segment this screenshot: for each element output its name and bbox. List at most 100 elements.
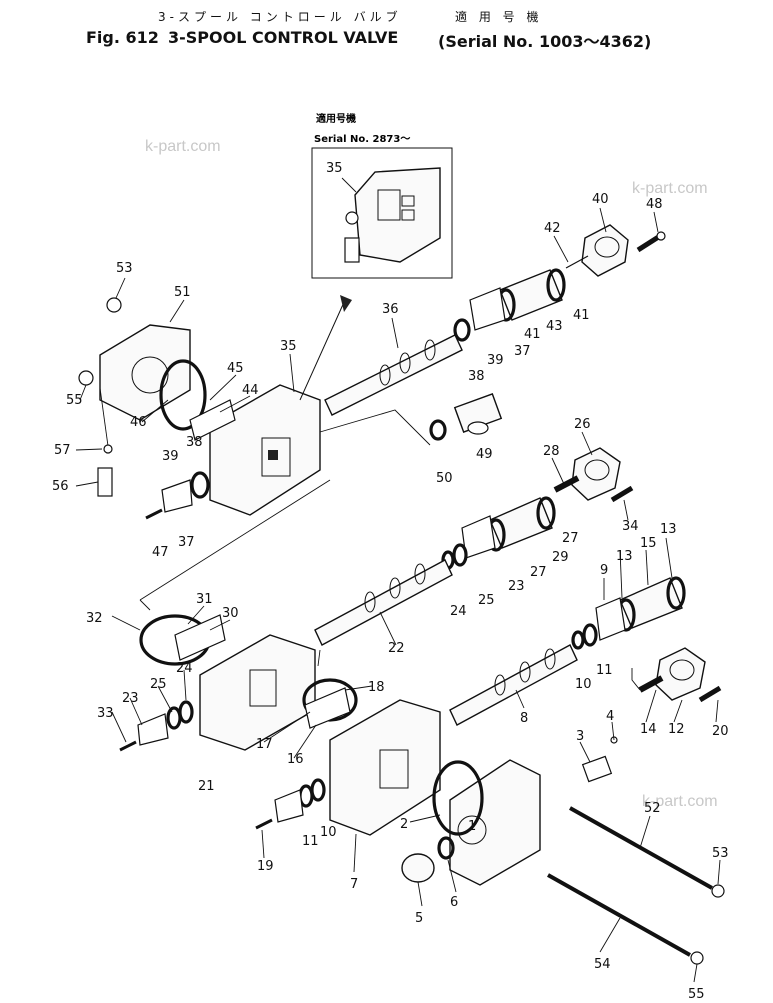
callout-7: 7 — [350, 877, 358, 892]
callout-38: 38 — [468, 369, 485, 384]
callout-10b: 10 — [320, 825, 337, 840]
watermark: k-part.com — [145, 138, 221, 155]
callout-30: 30 — [222, 606, 239, 621]
callout-57: 57 — [54, 443, 71, 458]
callout-36: 36 — [382, 302, 399, 317]
valve-body-lower — [255, 678, 441, 836]
callout-9: 9 — [600, 563, 608, 578]
tie-rods — [547, 806, 725, 965]
callout-8: 8 — [520, 711, 528, 726]
valve-section-icon — [199, 634, 316, 751]
callout-15: 15 — [640, 536, 657, 551]
spool-icon — [449, 644, 578, 726]
title-japanese-serial: 適 用 号 機 — [455, 10, 543, 24]
callout-39b: 39 — [162, 449, 179, 464]
callout-27b: 27 — [530, 565, 547, 580]
callout-5: 5 — [415, 911, 423, 926]
callout-37: 37 — [514, 344, 531, 359]
callout-40: 40 — [592, 192, 609, 207]
callout-52: 52 — [644, 801, 661, 816]
callout-32: 32 — [86, 611, 103, 626]
relief-valve — [429, 393, 503, 441]
leader-lines — [75, 207, 721, 983]
valve-section-icon — [354, 167, 441, 263]
callout-37b: 37 — [178, 535, 195, 550]
callout-4: 4 — [606, 709, 614, 724]
callout-45: 45 — [227, 361, 244, 376]
callout-55b: 55 — [688, 987, 705, 1002]
cap-icon — [571, 447, 621, 501]
cap-icon — [401, 853, 435, 883]
callout-38b: 38 — [186, 435, 203, 450]
spool-middle — [314, 559, 453, 646]
callout-17: 17 — [256, 737, 273, 752]
cap-assembly-upper — [565, 224, 666, 277]
inset-japanese: 適用号機 — [316, 112, 356, 125]
callout-20: 20 — [712, 724, 729, 739]
callout-13: 13 — [616, 549, 633, 564]
callout-55: 55 — [66, 393, 83, 408]
cap-icon — [655, 647, 706, 701]
callout-35-inset: 35 — [326, 161, 343, 176]
callout-26: 26 — [574, 417, 591, 432]
callout-44: 44 — [242, 383, 259, 398]
callout-10: 10 — [575, 677, 592, 692]
callout-33: 33 — [97, 706, 114, 721]
inset-serial: Serial No. 2873～ — [314, 134, 410, 145]
callout-18: 18 — [368, 680, 385, 695]
bellows-lower — [571, 576, 686, 650]
bellows-upper — [453, 268, 566, 342]
callout-21: 21 — [198, 779, 215, 794]
valve-section-icon — [209, 384, 321, 516]
cap-icon — [581, 224, 629, 277]
watermark: k-part.com — [632, 180, 708, 197]
callout-2: 2 — [400, 817, 408, 832]
callout-11: 11 — [596, 663, 613, 678]
callout-35: 35 — [280, 339, 297, 354]
tie-rod-icon — [547, 873, 691, 957]
callout-54: 54 — [594, 957, 611, 972]
callout-23: 23 — [508, 579, 525, 594]
bellows-icon — [499, 269, 563, 321]
callout-31: 31 — [196, 592, 213, 607]
callout-50: 50 — [436, 471, 453, 486]
assembly-lines — [139, 409, 641, 691]
callout-13b: 13 — [660, 522, 677, 537]
callout-43: 43 — [546, 319, 563, 334]
bellows-middle — [441, 496, 556, 570]
callout-3: 3 — [576, 729, 584, 744]
callout-27: 27 — [562, 531, 579, 546]
figure-title: 3-SPOOL CONTROL VALVE — [168, 28, 399, 47]
callout-41: 41 — [524, 327, 541, 342]
spool-icon — [314, 559, 453, 646]
cover-upper — [78, 297, 207, 497]
watermark: k-part.com — [642, 793, 718, 810]
end-block — [401, 736, 618, 886]
callout-19: 19 — [257, 859, 274, 874]
cap-assembly-lower — [638, 647, 722, 703]
callout-47: 47 — [152, 545, 169, 560]
callout-24: 24 — [450, 604, 467, 619]
callout-16: 16 — [287, 752, 304, 767]
callout-49: 49 — [476, 447, 493, 462]
callout-41b: 41 — [573, 308, 590, 323]
callout-28: 28 — [543, 444, 560, 459]
valve-section-icon — [329, 699, 441, 836]
spool-lower — [449, 644, 578, 726]
callout-6: 6 — [450, 895, 458, 910]
valve-body-upper — [145, 295, 352, 520]
callout-34: 34 — [622, 519, 639, 534]
callout-1: 1 — [468, 819, 476, 834]
callout-48: 48 — [646, 197, 663, 212]
callout-11b: 11 — [302, 834, 319, 849]
inset-detail: 適用号機 Serial No. 2873～ 35 — [311, 112, 453, 279]
callout-25: 25 — [478, 593, 495, 608]
callout-51: 51 — [174, 285, 191, 300]
callout-53: 53 — [116, 261, 133, 276]
callout-39: 39 — [487, 353, 504, 368]
callout-29: 29 — [552, 550, 569, 565]
callout-22: 22 — [388, 641, 405, 656]
callout-46: 46 — [130, 415, 147, 430]
